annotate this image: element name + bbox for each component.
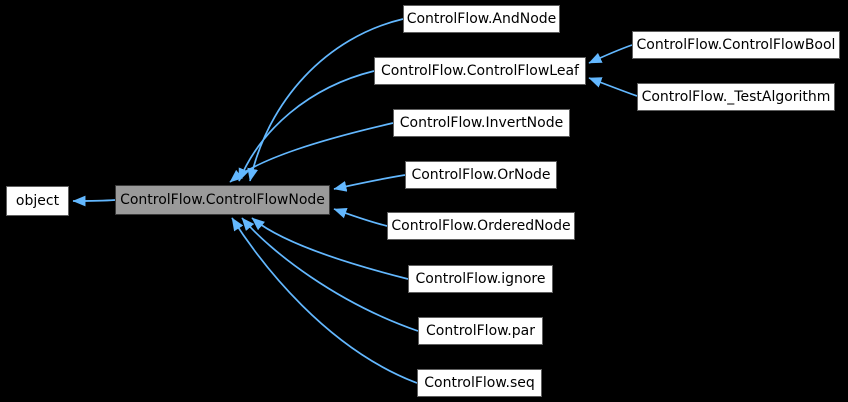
class-node-testalgorithm[interactable]: ControlFlow._TestAlgorithm (637, 83, 835, 111)
class-node-orderednode[interactable]: ControlFlow.OrderedNode (387, 212, 575, 240)
class-node-seq[interactable]: ControlFlow.seq (417, 369, 542, 397)
edge-ornode-to-controlflownode (333, 174, 406, 192)
class-node-controlflowleaf[interactable]: ControlFlow.ControlFlowLeaf (374, 57, 586, 85)
edge-ignore-to-controlflownode (251, 217, 409, 280)
edge-invertnode-to-controlflownode (229, 122, 394, 183)
edge-controlflowleaf-to-controlflownode (238, 70, 375, 182)
edge-seq-to-controlflownode (231, 217, 418, 384)
class-node-controlflownode-current: ControlFlow.ControlFlowNode (115, 185, 330, 215)
class-node-controlflowbool[interactable]: ControlFlow.ControlFlowBool (632, 31, 840, 59)
class-node-ornode[interactable]: ControlFlow.OrNode (405, 161, 557, 189)
edge-controlflowbool-to-controlflowleaf (588, 44, 633, 64)
edge-andnode-to-controlflownode (247, 18, 404, 182)
class-node-andnode[interactable]: ControlFlow.AndNode (403, 5, 560, 33)
class-node-invertnode[interactable]: ControlFlow.InvertNode (393, 109, 570, 137)
class-node-par[interactable]: ControlFlow.par (418, 317, 543, 345)
edge-orderednode-to-controlflownode (333, 208, 388, 227)
class-node-ignore[interactable]: ControlFlow.ignore (408, 265, 553, 293)
edge-controlflownode-to-object (72, 195, 116, 207)
class-node-object: object (6, 186, 69, 216)
edge-testalgorithm-to-controlflowleaf (588, 77, 638, 97)
